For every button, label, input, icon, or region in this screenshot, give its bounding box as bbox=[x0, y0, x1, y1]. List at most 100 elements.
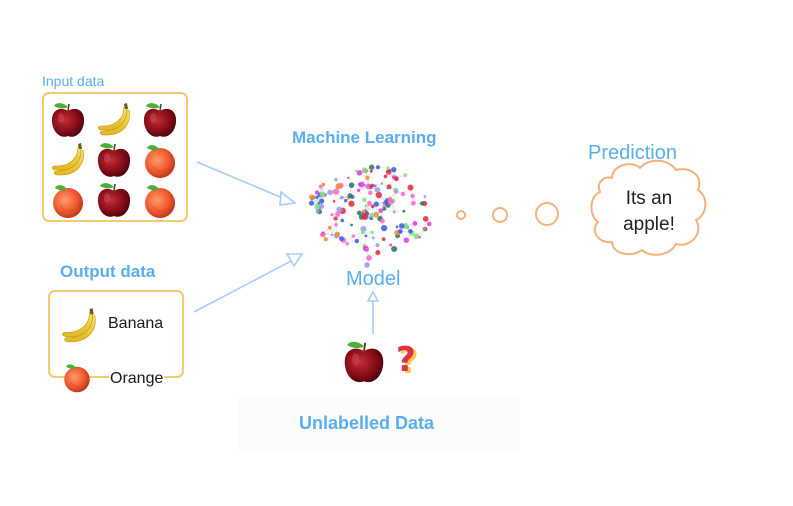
brain-node bbox=[334, 223, 338, 227]
brain-node bbox=[361, 168, 368, 174]
brain-node bbox=[364, 204, 368, 208]
brain-node bbox=[332, 188, 340, 195]
brain-node bbox=[314, 203, 321, 210]
arrow-input-to-model bbox=[196, 161, 286, 200]
brain-node bbox=[412, 220, 418, 226]
brain-node bbox=[336, 206, 343, 213]
brain-node bbox=[391, 245, 398, 252]
thought-bubble-small bbox=[456, 210, 466, 220]
prediction-cloud bbox=[590, 159, 707, 256]
brain-node bbox=[358, 181, 365, 188]
prediction-line-2: apple! bbox=[623, 214, 675, 235]
prediction-line-1: Its an bbox=[625, 188, 673, 209]
brain-node bbox=[309, 194, 315, 201]
brain-node bbox=[362, 210, 366, 213]
brain-node bbox=[371, 236, 375, 240]
brain-node bbox=[366, 255, 372, 261]
brain-node bbox=[327, 225, 332, 230]
brain-node bbox=[394, 176, 399, 182]
brain-node bbox=[354, 238, 359, 244]
brain-node bbox=[334, 177, 338, 182]
arrowhead-output bbox=[285, 253, 304, 268]
brain-node bbox=[319, 198, 325, 204]
brain-node bbox=[350, 223, 353, 227]
thought-bubble-medium bbox=[492, 207, 508, 223]
brain-node bbox=[395, 225, 399, 229]
brain-node bbox=[407, 184, 414, 191]
brain-node bbox=[365, 247, 369, 250]
brain-node bbox=[386, 166, 390, 171]
brain-network-icon bbox=[308, 164, 432, 268]
brain-node bbox=[317, 202, 321, 205]
brain-node bbox=[362, 197, 367, 202]
brain-node bbox=[373, 201, 379, 207]
brain-node bbox=[330, 213, 334, 217]
brain-node bbox=[381, 224, 388, 232]
input-data-box bbox=[42, 92, 188, 222]
brain-node bbox=[387, 198, 394, 205]
brain-node bbox=[340, 218, 345, 223]
unlabelled-apple-icon bbox=[340, 338, 388, 386]
brain-node bbox=[393, 189, 399, 194]
brain-node bbox=[357, 188, 361, 192]
brain-node bbox=[321, 231, 325, 235]
prediction-title: Prediction bbox=[588, 142, 677, 164]
prediction-text: Its an apple! bbox=[604, 186, 694, 238]
brain-node bbox=[348, 200, 355, 207]
brain-node bbox=[378, 208, 383, 214]
brain-node bbox=[315, 209, 320, 214]
brain-node bbox=[375, 165, 381, 170]
brain-node bbox=[345, 241, 349, 246]
brain-node bbox=[402, 209, 406, 213]
brain-node bbox=[365, 184, 370, 190]
brain-node bbox=[367, 200, 373, 206]
brain-node bbox=[391, 166, 397, 173]
brain-node bbox=[419, 201, 425, 206]
question-mark-icon: ? bbox=[396, 340, 416, 380]
brain-node bbox=[398, 229, 403, 234]
brain-node bbox=[422, 215, 429, 222]
brain-node bbox=[334, 231, 341, 237]
brain-node bbox=[356, 170, 363, 176]
unlabelled-data-label: Unlabelled Data bbox=[299, 413, 435, 433]
brain-node bbox=[373, 184, 377, 188]
brain-node bbox=[314, 190, 320, 195]
brain-node bbox=[382, 206, 387, 211]
brain-node bbox=[380, 182, 384, 185]
brain-node bbox=[332, 200, 336, 203]
arrow-output-to-model bbox=[193, 258, 296, 313]
brain-node bbox=[340, 195, 344, 199]
brain-node bbox=[364, 234, 368, 238]
brain-node bbox=[398, 223, 405, 229]
brain-node bbox=[348, 182, 355, 188]
output-data-label: Output data bbox=[60, 262, 156, 281]
brain-node bbox=[375, 243, 380, 248]
brain-node bbox=[370, 230, 374, 234]
brain-node bbox=[379, 218, 385, 224]
brain-node bbox=[333, 216, 338, 221]
brain-node bbox=[308, 200, 315, 206]
brain-node bbox=[355, 169, 358, 173]
brain-node bbox=[383, 174, 388, 179]
brain-node bbox=[327, 189, 333, 196]
brain-node bbox=[360, 230, 365, 235]
model-label: Model bbox=[346, 268, 401, 290]
brain-node bbox=[319, 191, 326, 198]
brain-node bbox=[374, 187, 381, 193]
brain-node bbox=[371, 204, 375, 209]
brain-node bbox=[315, 195, 319, 199]
brain-node bbox=[392, 210, 396, 214]
thought-bubble-large bbox=[535, 202, 559, 226]
brain-node bbox=[403, 237, 410, 243]
brain-node bbox=[375, 250, 381, 256]
brain-node bbox=[365, 175, 370, 180]
brain-node bbox=[386, 184, 392, 190]
output-label-orange: Orange bbox=[109, 370, 165, 388]
brain-node bbox=[368, 190, 373, 196]
brain-node bbox=[369, 212, 375, 218]
brain-node bbox=[344, 198, 348, 203]
brain-node bbox=[364, 262, 370, 268]
brain-node bbox=[330, 233, 334, 237]
brain-node bbox=[321, 182, 326, 187]
brain-node bbox=[347, 193, 353, 199]
